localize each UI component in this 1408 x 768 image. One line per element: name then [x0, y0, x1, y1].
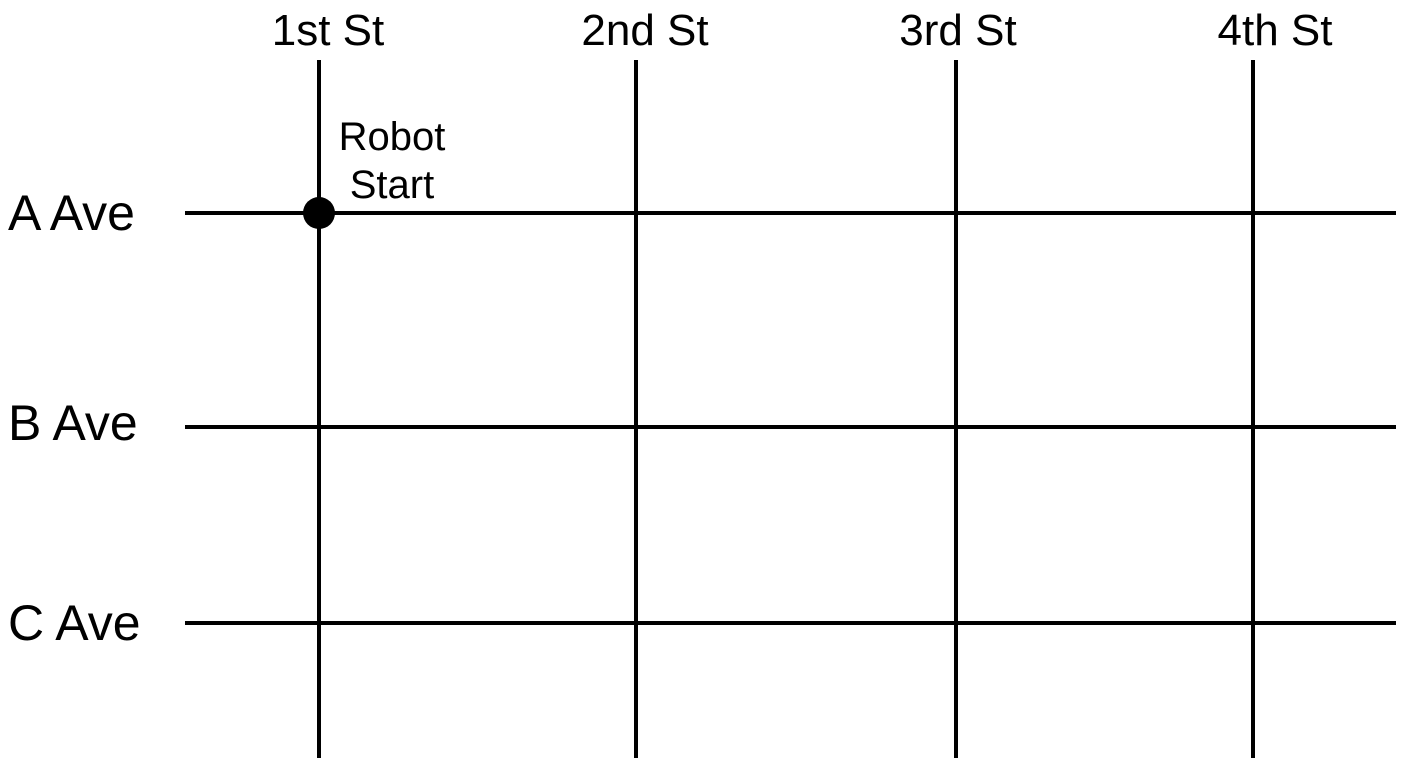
avenue-label-b: B Ave — [8, 395, 138, 451]
street-label-1st: 1st St — [272, 6, 385, 55]
street-label-3rd: 3rd St — [899, 6, 1016, 55]
robot-start-marker — [303, 197, 335, 229]
robot-start-label-line2: Start — [350, 163, 434, 207]
street-label-2nd: 2nd St — [581, 6, 708, 55]
avenue-label-c: C Ave — [8, 595, 141, 651]
avenue-label-a: A Ave — [8, 185, 135, 241]
street-label-4th: 4th St — [1218, 6, 1333, 55]
robot-start-label-line1: Robot — [339, 115, 446, 159]
